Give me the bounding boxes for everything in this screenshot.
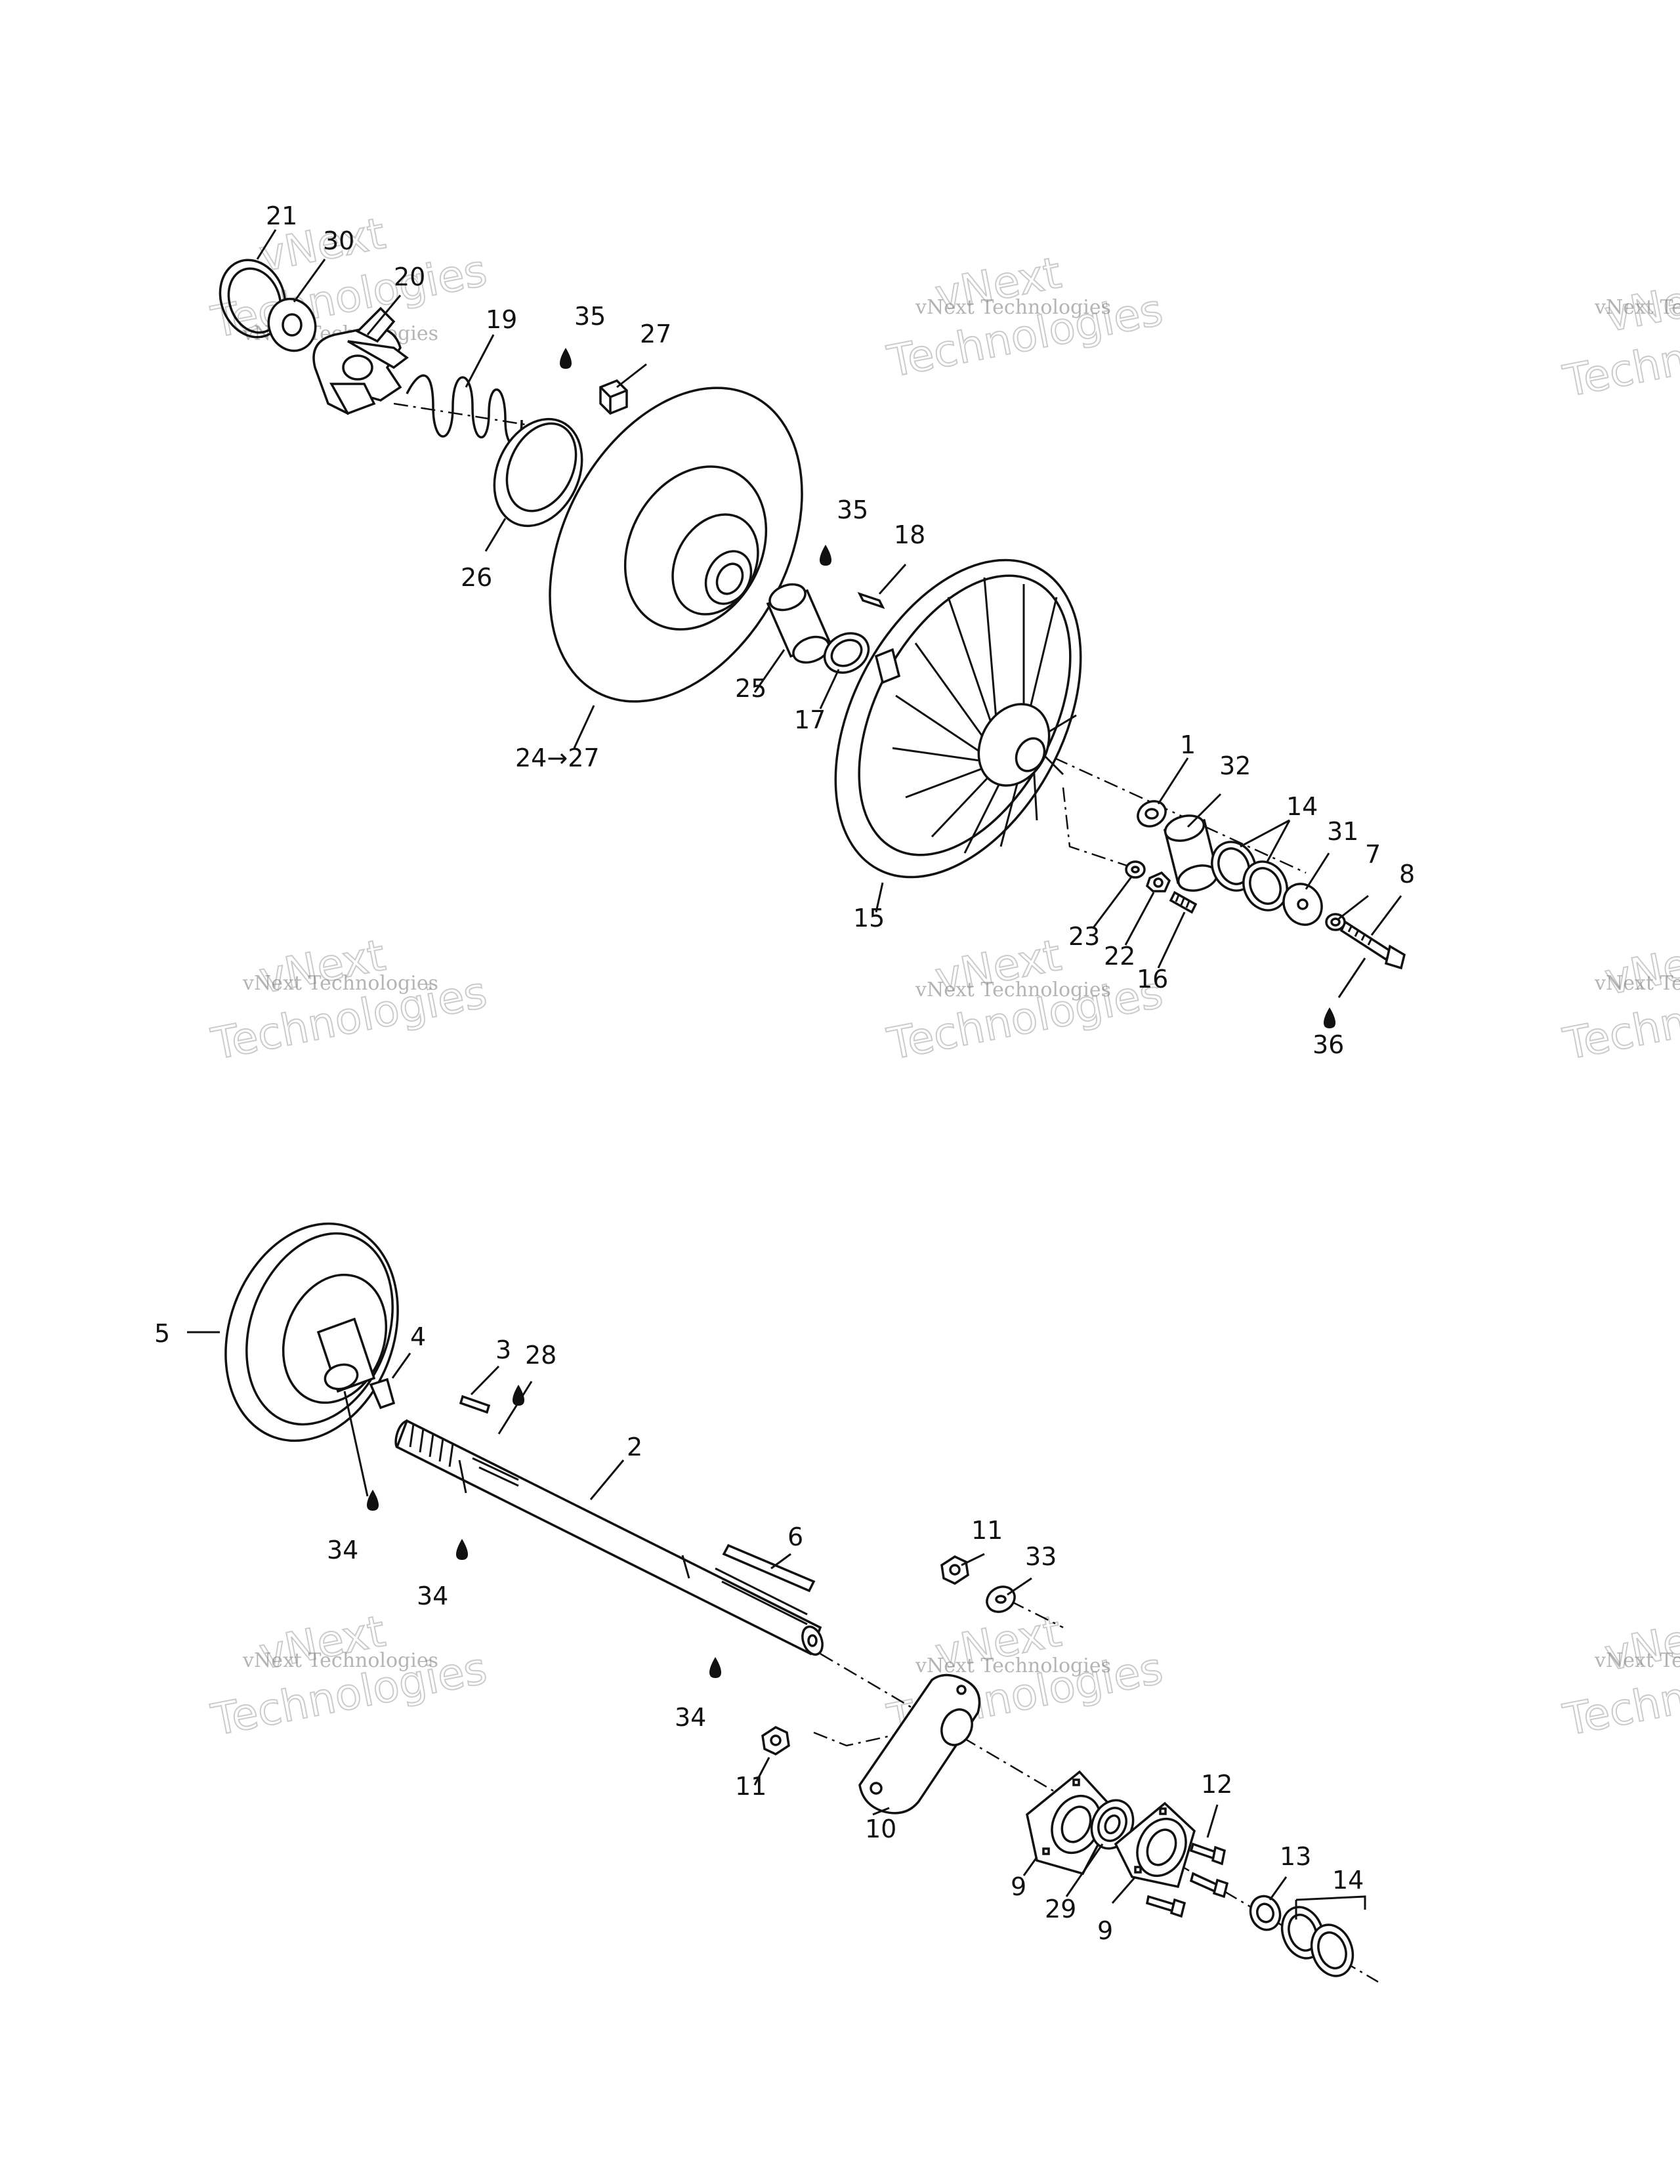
callout-24-27: 24→27 — [515, 744, 600, 772]
bolt-part — [1145, 1842, 1229, 1918]
callout-2: 2 — [627, 1433, 642, 1461]
watermark-text: vNext Technologies — [1594, 296, 1680, 319]
slider-block-part — [599, 379, 628, 415]
callout-17: 17 — [794, 705, 826, 734]
spacer-part — [1249, 1895, 1282, 1931]
movable-sheave-part — [549, 387, 803, 703]
callout-22: 22 — [1104, 942, 1135, 971]
callout-18: 18 — [894, 520, 925, 549]
thrust-washer-part — [823, 632, 870, 674]
bushing-part — [766, 583, 832, 664]
small-hardware-parts — [1125, 860, 1198, 914]
grease-drop-icon — [367, 1490, 379, 1511]
callout-8: 8 — [1399, 860, 1415, 889]
callout-35: 35 — [837, 495, 868, 524]
key-part — [722, 1544, 816, 1593]
callout-7: 7 — [1365, 840, 1381, 869]
callout-33: 33 — [1025, 1542, 1057, 1571]
cap-part — [369, 1377, 396, 1410]
shim-part — [1211, 841, 1288, 912]
spider-part — [312, 306, 409, 415]
callout-9: 9 — [1011, 1872, 1026, 1901]
fixed-sheave-part — [834, 558, 1082, 879]
axis-branch — [1010, 1600, 1064, 1629]
watermark-text: vNext Technologies — [915, 978, 1111, 1001]
key-part — [857, 592, 885, 609]
callout-26: 26 — [461, 563, 492, 592]
callout-32: 32 — [1219, 751, 1251, 780]
nut-part — [940, 1555, 969, 1585]
washer-part — [267, 297, 317, 352]
callout-11: 11 — [971, 1516, 1003, 1545]
callout-9: 9 — [1097, 1916, 1113, 1945]
callout-3: 3 — [495, 1335, 511, 1364]
shim-part — [1280, 1906, 1354, 1977]
key-part — [459, 1395, 491, 1414]
watermark-text: vNext Technologies — [915, 1654, 1111, 1677]
callout-11: 11 — [735, 1772, 766, 1801]
watermark-text: vNext Technologies — [1594, 1649, 1680, 1672]
washer-part — [1282, 883, 1323, 926]
callout-34: 34 — [327, 1536, 358, 1564]
callout-31: 31 — [1327, 817, 1358, 846]
grease-drop-icon — [513, 1385, 524, 1406]
callout-6: 6 — [788, 1522, 803, 1551]
bearing-part — [1090, 1799, 1135, 1850]
shaft-part — [394, 1419, 824, 1656]
grease-drop-icon — [709, 1657, 721, 1678]
callout-13: 13 — [1280, 1842, 1311, 1871]
callout-12: 12 — [1201, 1770, 1232, 1799]
spring-part — [393, 374, 539, 446]
callout-25: 25 — [735, 674, 766, 703]
bolt-part — [1339, 920, 1406, 970]
watermark-text: vNext Technologies — [242, 972, 438, 995]
watermark: vNext Technologies — [1559, 268, 1680, 408]
leader-lines — [256, 229, 1402, 998]
callout-1: 1 — [1180, 730, 1196, 759]
leader-lines — [187, 1331, 1366, 1920]
watermark-text: vNext Technologies — [242, 1649, 438, 1672]
grease-drop-icon — [560, 348, 572, 369]
upper-assembly: 21 30 20 19 35 27 26 35 18 25 17 24→27 1… — [219, 201, 1415, 1059]
spacer-part — [1163, 814, 1219, 892]
callout-15: 15 — [853, 904, 885, 933]
callout-30: 30 — [323, 226, 354, 255]
callout-14: 14 — [1286, 792, 1318, 821]
callout-34: 34 — [675, 1703, 706, 1732]
callout-29: 29 — [1045, 1895, 1076, 1923]
callout-5: 5 — [154, 1319, 170, 1348]
nut-part — [761, 1726, 790, 1755]
callout-34: 34 — [417, 1582, 448, 1610]
lower-assembly: 5 4 3 28 2 34 34 6 11 33 34 11 10 9 29 9… — [154, 1222, 1379, 1983]
callout-16: 16 — [1137, 965, 1168, 994]
circlip-part — [219, 259, 287, 339]
bracket-plate-part — [858, 1673, 981, 1815]
callout-14: 14 — [1332, 1866, 1364, 1895]
callout-23: 23 — [1068, 922, 1100, 951]
axis-branch — [1062, 787, 1129, 868]
watermark-text: vNext Technologies — [1594, 972, 1680, 995]
bearing-flange-part — [1114, 1801, 1196, 1889]
callout-4: 4 — [410, 1322, 426, 1351]
callout-20: 20 — [394, 262, 425, 291]
callout-21: 21 — [266, 201, 297, 230]
axis-branch — [813, 1731, 906, 1747]
callout-36: 36 — [1312, 1030, 1344, 1059]
callout-35: 35 — [574, 302, 606, 331]
watermarks: vNext Technologies vNext Technologies vN… — [207, 207, 1680, 1746]
washer-part — [986, 1586, 1016, 1613]
fixed-sheave-part — [224, 1222, 399, 1442]
callout-10: 10 — [865, 1815, 896, 1843]
grease-drop-icon — [456, 1539, 468, 1560]
grease-drop-icon — [1324, 1007, 1335, 1028]
ring-part — [493, 417, 583, 528]
washer-part — [1137, 800, 1167, 828]
callout-28: 28 — [525, 1341, 556, 1370]
watermark-text: vNext Technologies — [915, 296, 1111, 319]
grease-drop-icon — [820, 545, 831, 566]
callout-19: 19 — [486, 305, 517, 334]
callout-27: 27 — [640, 320, 671, 348]
